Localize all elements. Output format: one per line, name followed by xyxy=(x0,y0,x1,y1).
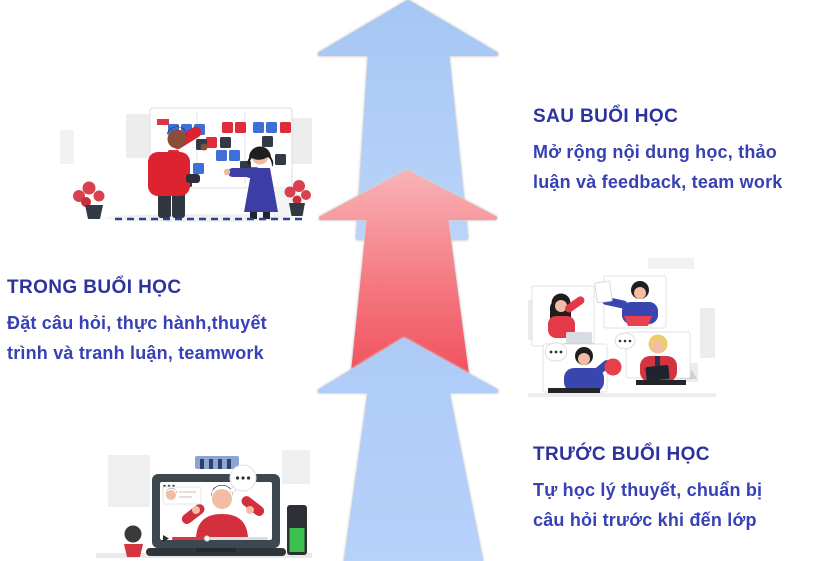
bg-shape xyxy=(108,455,150,507)
stage-text-line: trình và tranh luận, teamwork xyxy=(7,343,264,363)
speech-bubble-icon xyxy=(229,464,257,493)
stage-text-line: luận và feedback, team work xyxy=(533,172,783,192)
microphone-icon xyxy=(124,525,143,557)
bg-shape xyxy=(700,308,715,358)
bg-shape xyxy=(126,114,150,158)
group-discussion-illustration xyxy=(528,258,716,397)
banner-icon xyxy=(195,456,239,469)
video-progress-bar[interactable] xyxy=(163,535,268,542)
call-window-blond-man xyxy=(614,331,691,385)
phone-icon xyxy=(287,505,307,555)
stage-text-line: Đặt câu hỏi, thực hành,thuyết xyxy=(7,313,267,333)
stage-title: TRƯỚC BUỔI HỌC xyxy=(533,444,710,465)
whiteboard-illustration xyxy=(60,107,312,222)
stage-block-after-class: SAU BUỔI HỌC Mở rộng nội dung học, thảo … xyxy=(533,106,783,197)
plant-right xyxy=(284,180,311,216)
stage-title: TRONG BUỔI HỌC xyxy=(7,277,182,298)
ground-shadow xyxy=(528,393,716,397)
stage-text-line: Mở rộng nội dung học, thảo xyxy=(533,142,777,162)
bg-shape xyxy=(648,258,694,269)
arrow-bottom-blue xyxy=(318,338,498,561)
bg-shape xyxy=(291,118,312,164)
board-label xyxy=(157,119,169,125)
call-window-woman xyxy=(531,285,595,347)
lecturer-on-screen xyxy=(181,484,265,540)
stage-title: SAU BUỔI HỌC xyxy=(533,106,679,127)
stage-text-line: Tự học lý thuyết, chuẩn bị xyxy=(533,480,763,500)
call-window-man-bubble xyxy=(542,342,622,393)
call-window-man-paper xyxy=(594,275,667,329)
avatar-card xyxy=(162,486,202,505)
bg-shape xyxy=(60,130,74,164)
stage-block-during-class: TRONG BUỔI HỌC Đặt câu hỏi, thực hành,th… xyxy=(7,277,307,368)
man-at-board xyxy=(148,126,208,218)
laptop-icon xyxy=(146,474,286,556)
plant-left xyxy=(73,181,105,219)
play-icon[interactable] xyxy=(163,535,169,542)
video-lecture-illustration xyxy=(96,450,312,558)
woman-at-board xyxy=(223,146,278,219)
stage-text-line: câu hỏi trước khi đến lớp xyxy=(533,510,757,530)
stage-block-before-class: TRƯỚC BUỔI HỌC Tự học lý thuyết, chuẩn b… xyxy=(533,444,813,535)
bg-shape xyxy=(282,450,310,484)
